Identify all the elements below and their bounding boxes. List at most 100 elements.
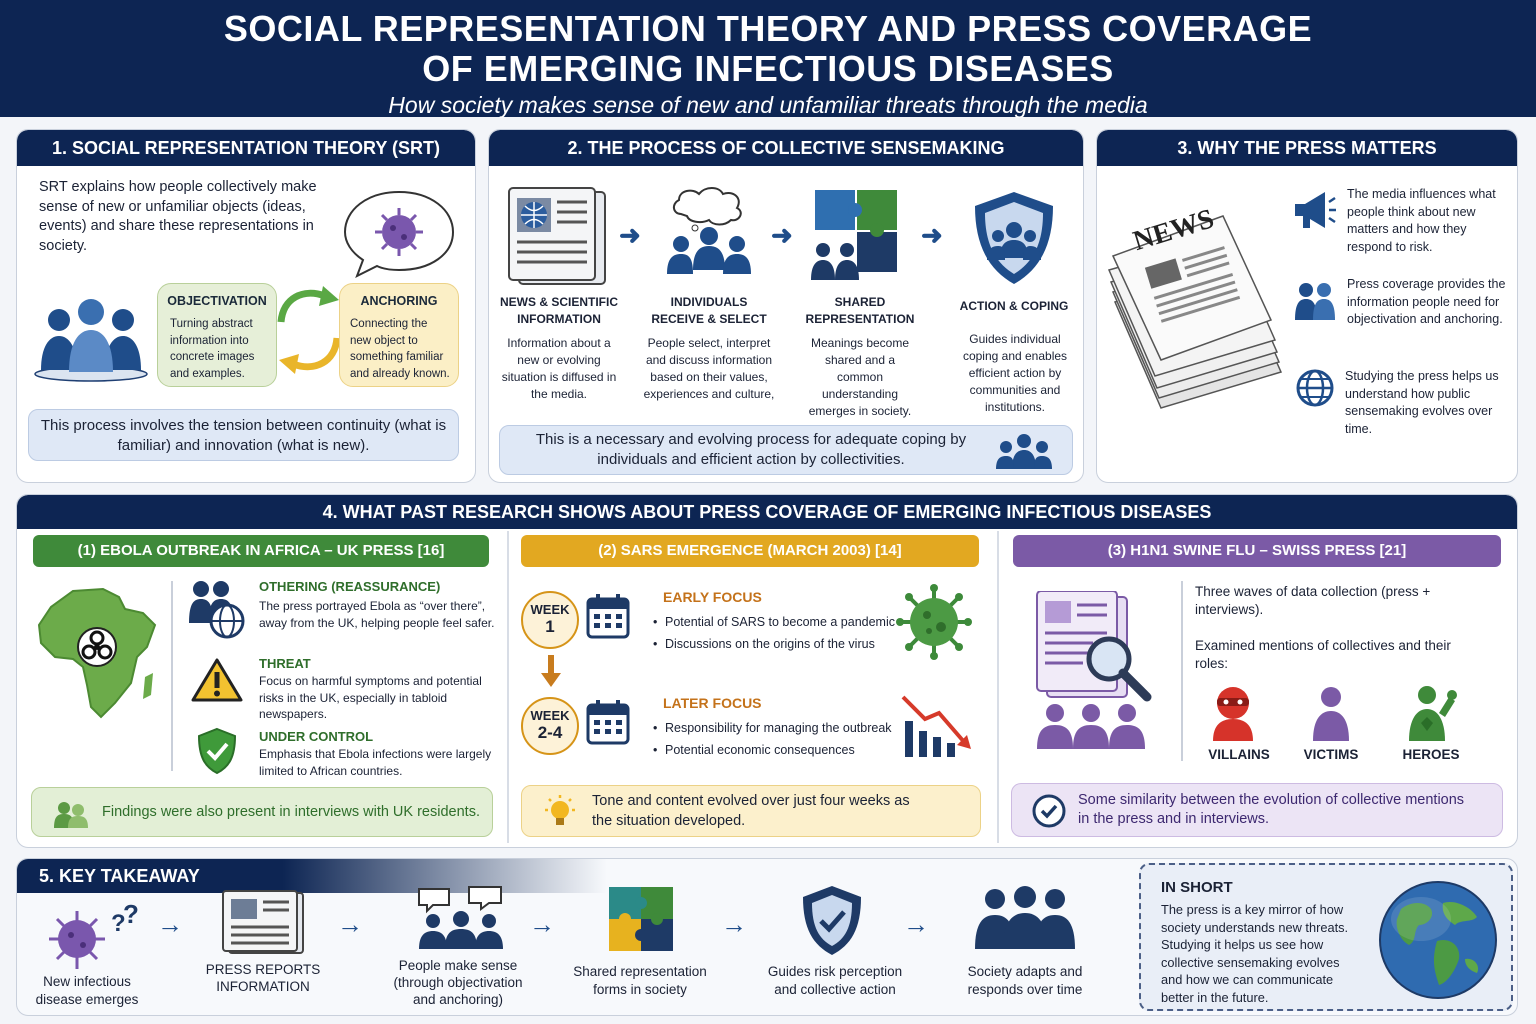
h1n1-title: (3) H1N1 SWINE FLU – SWISS PRESS [21] [1013,535,1501,567]
sars-title: (2) SARS EMERGENCE (MARCH 2003) [14] [521,535,979,567]
divider [997,531,999,843]
group-people-icon [994,431,1054,471]
people-icon [1035,703,1147,749]
later-focus-list: Responsibility for managing the outbreak… [653,717,892,761]
shield-people-icon [969,188,1059,288]
h1n1-text-2: Examined mentions of collectives and the… [1195,638,1451,671]
press-matters-panel: 3. WHY THE PRESS MATTERS NEWS The media … [1096,129,1518,483]
list-item: Responsibility for managing the outbreak [653,717,892,739]
list-item: Discussions on the origins of the virus [653,633,895,655]
othering-text: The press portrayed Ebola as “over there… [259,599,495,630]
lightbulb-icon [542,795,578,831]
takeaway-title: 5. KEY TAKEAWAY [17,859,607,893]
anchoring-text: Connecting the new object to something f… [350,318,450,380]
list-item: Potential of SARS to become a pandemic [653,611,895,633]
sars-callout-text: Tone and content evolved over just four … [592,793,910,829]
declining-chart-icon [899,691,975,759]
newspaper-stack-icon [1105,212,1285,412]
group-people-icon [31,292,151,382]
takeaway-step-6: Society adapts and responds over time [967,964,1083,997]
people-speech-icon [415,885,507,951]
divider [507,531,509,843]
step-label-news: NEWS & SCIENTIFIC INFORMATION [499,295,618,326]
megaphone-icon [1291,188,1337,234]
people-group-icon [973,885,1077,951]
page-title-line1: SOCIAL REPRESENTATION THEORY AND PRESS C… [223,8,1313,49]
early-focus-list: Potential of SARS to become a pandemic D… [653,611,895,655]
arrow-right-icon: → [157,909,183,939]
virus-speech-bubble-icon [339,188,459,278]
cycle-arrows-icon [273,280,345,380]
research-panel: 4. WHAT PAST RESEARCH SHOWS ABOUT PRESS … [16,494,1518,848]
ebola-callout: Findings were also present in interviews… [31,787,493,837]
role-villains: VILLAINS [1208,747,1270,762]
virus-icon [895,583,973,661]
sars-callout: Tone and content evolved over just four … [521,785,981,837]
threat-text: Focus on harmful symptoms and potential … [259,674,482,721]
under-control-heading: UNDER CONTROL [259,729,374,744]
calendar-icon [585,593,631,641]
objectivation-text: Turning abstract information into concre… [170,318,255,380]
week-number: 1 [545,617,555,636]
shield-check-icon [195,727,239,775]
srt-panel: 1. SOCIAL REPRESENTATION THEORY (SRT) SR… [16,129,476,483]
press-matters-item-3: Studying the press helps us understand h… [1345,369,1499,436]
srt-callout: This process involves the tension betwee… [28,409,459,461]
divider [1181,581,1183,761]
arrow-right-icon: → [337,909,363,939]
newspaper-icon [221,889,305,955]
svg-text:?: ? [111,910,126,937]
objectivation-card: OBJECTIVATION Turning abstract informati… [157,283,277,387]
arrow-right-icon: ➜ [921,220,943,250]
week-number: 2-4 [537,723,563,742]
arrow-right-icon: → [903,909,929,939]
later-focus-heading: LATER FOCUS [663,695,762,711]
list-item: Potential economic consequences [653,739,892,761]
step-text-individuals: People select, interpret and discuss inf… [643,336,775,401]
othering-heading: OTHERING (REASSURANCE) [259,579,441,594]
week-label: WEEK [530,708,570,723]
takeaway-panel: 5. KEY TAKEAWAY ?? New infectious diseas… [16,858,1518,1016]
hero-icon [1405,683,1459,741]
step-text-shared: Meanings become shared and a common unde… [808,336,912,418]
srt-title: 1. SOCIAL REPRESENTATION THEORY (SRT) [17,130,475,166]
anchoring-title: ANCHORING [360,294,438,308]
virus-question-icon: ?? [43,903,139,975]
sensemaking-callout: This is a necessary and evolving process… [499,425,1073,475]
takeaway-step-4: Shared representation forms in society [573,964,707,997]
step-label-action: ACTION & COPING [959,299,1069,313]
in-short-box: IN SHORT The press is a key mirror of ho… [1139,863,1513,1011]
shield-check-icon [799,883,865,957]
earth-globe-icon [1377,879,1499,1001]
people-icon [1293,280,1337,322]
ebola-callout-text: Findings were also present in interviews… [102,804,480,820]
takeaway-step-3: People make sense (through objectivation… [393,958,523,1007]
page-subtitle: How society makes sense of new and unfam… [388,92,1148,118]
page-title-line2: OF EMERGING INFECTIOUS DISEASES [422,48,1114,89]
early-focus-heading: EARLY FOCUS [663,589,762,605]
threat-heading: THREAT [259,656,311,671]
people-thought-cloud-icon [659,184,759,280]
arrow-right-icon: ➜ [619,220,641,250]
arrow-right-icon: → [721,909,747,939]
h1n1-text-1: Three waves of data collection (press + … [1195,584,1431,617]
villain-icon [1209,685,1257,741]
sensemaking-panel: 2. THE PROCESS OF COLLECTIVE SENSEMAKING… [488,129,1084,483]
warning-icon [191,657,243,703]
sensemaking-title: 2. THE PROCESS OF COLLECTIVE SENSEMAKING [489,130,1083,166]
step-text-news: Information about a new or evolving situ… [501,336,617,401]
research-title: 4. WHAT PAST RESEARCH SHOWS ABOUT PRESS … [17,495,1517,529]
page-header: SOCIAL REPRESENTATION THEORY AND PRESS C… [0,0,1536,118]
step-label-individuals: INDIVIDUALS RECEIVE & SELECT [651,295,767,326]
under-control-text: Emphasis that Ebola infections were larg… [259,747,492,778]
step-label-shared: SHARED REPRESENTATION [805,295,915,326]
divider [171,581,173,771]
people-icon [52,800,90,828]
in-short-title: IN SHORT [1161,879,1233,896]
press-matters-item-2: Press coverage provides the information … [1347,277,1506,326]
puzzle-people-icon [807,184,907,284]
press-matters-title: 3. WHY THE PRESS MATTERS [1097,130,1517,166]
role-victims: VICTIMS [1303,747,1359,762]
week-label: WEEK [530,602,570,617]
press-matters-item-1: The media influences what people think a… [1347,187,1496,254]
